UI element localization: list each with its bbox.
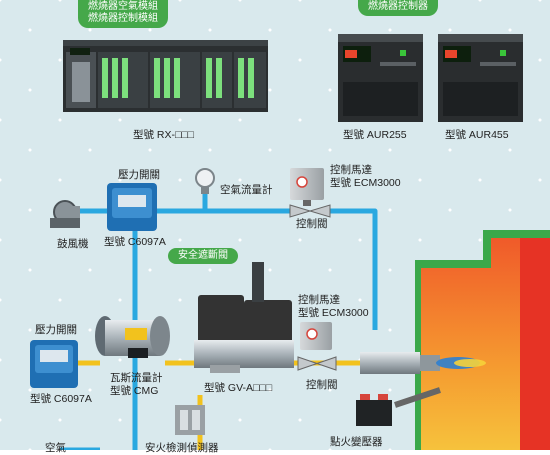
pressure-switch-left <box>30 340 78 388</box>
module-title-line2: 燃燒器控制模組 <box>88 13 158 24</box>
air-legend-label: 空氣 <box>45 442 66 454</box>
bottom-partial-label: 安火檢測偵測器 <box>145 442 219 454</box>
control-valve-mid-label: 控制閥 <box>306 379 338 391</box>
control-motor-top-model: 型號 ECM3000 <box>330 177 401 189</box>
ignition-transformer <box>356 394 392 426</box>
pressure-switch-top <box>107 183 157 231</box>
controller-model-a: 型號 AUR255 <box>343 129 407 141</box>
control-motor-mid-model: 型號 ECM3000 <box>298 307 369 319</box>
controller-title-pill: 燃燒器控制器 <box>358 0 438 16</box>
ignition-transformer-label: 點火變壓器 <box>330 436 383 448</box>
blower <box>50 200 80 228</box>
module-model: 型號 RX-□□□ <box>133 129 195 141</box>
gas-flow-meter <box>95 316 170 358</box>
gas-valve-model: 型號 GV-A□□□ <box>204 382 273 394</box>
module-title-pill: 燃燒器空氣模組 燃燒器控制模組 <box>78 0 168 28</box>
gas-flow-meter-label: 瓦斯流量計 <box>110 372 163 384</box>
safety-shutoff-label: 安全遮斷閥 <box>178 250 228 261</box>
control-motor-top <box>289 168 331 218</box>
gas-valve-assembly <box>194 262 294 373</box>
module-title-line1: 燃燒器空氣模組 <box>88 1 158 12</box>
flame-sensor <box>175 405 205 435</box>
controller-title: 燃燒器控制器 <box>368 1 428 12</box>
air-flow-meter <box>195 168 215 194</box>
controller-aur455 <box>438 34 523 122</box>
pressure-switch-left-label: 壓力開關 <box>35 324 77 336</box>
pressure-switch-left-model: 型號 C6097A <box>30 393 92 405</box>
burner <box>360 352 486 408</box>
pressure-switch-top-label: 壓力開關 <box>118 169 160 181</box>
controller-model-b: 型號 AUR455 <box>445 129 509 141</box>
control-valve-top-label: 控制閥 <box>296 218 328 230</box>
air-flow-meter-label: 空氣流量計 <box>220 184 273 196</box>
furnace <box>415 230 550 450</box>
control-motor-top-label: 控制馬達 <box>330 164 372 176</box>
pressure-switch-top-model: 型號 C6097A <box>104 236 166 248</box>
gas-flow-meter-model: 型號 CMG <box>110 385 159 397</box>
control-motor-mid-label: 控制馬達 <box>298 294 340 306</box>
controller-aur255 <box>338 34 423 122</box>
control-motor-mid <box>297 322 337 371</box>
safety-shutoff-pill: 安全遮斷閥 <box>168 248 238 264</box>
blower-label: 鼓風機 <box>57 238 89 250</box>
module-rack <box>63 40 268 112</box>
